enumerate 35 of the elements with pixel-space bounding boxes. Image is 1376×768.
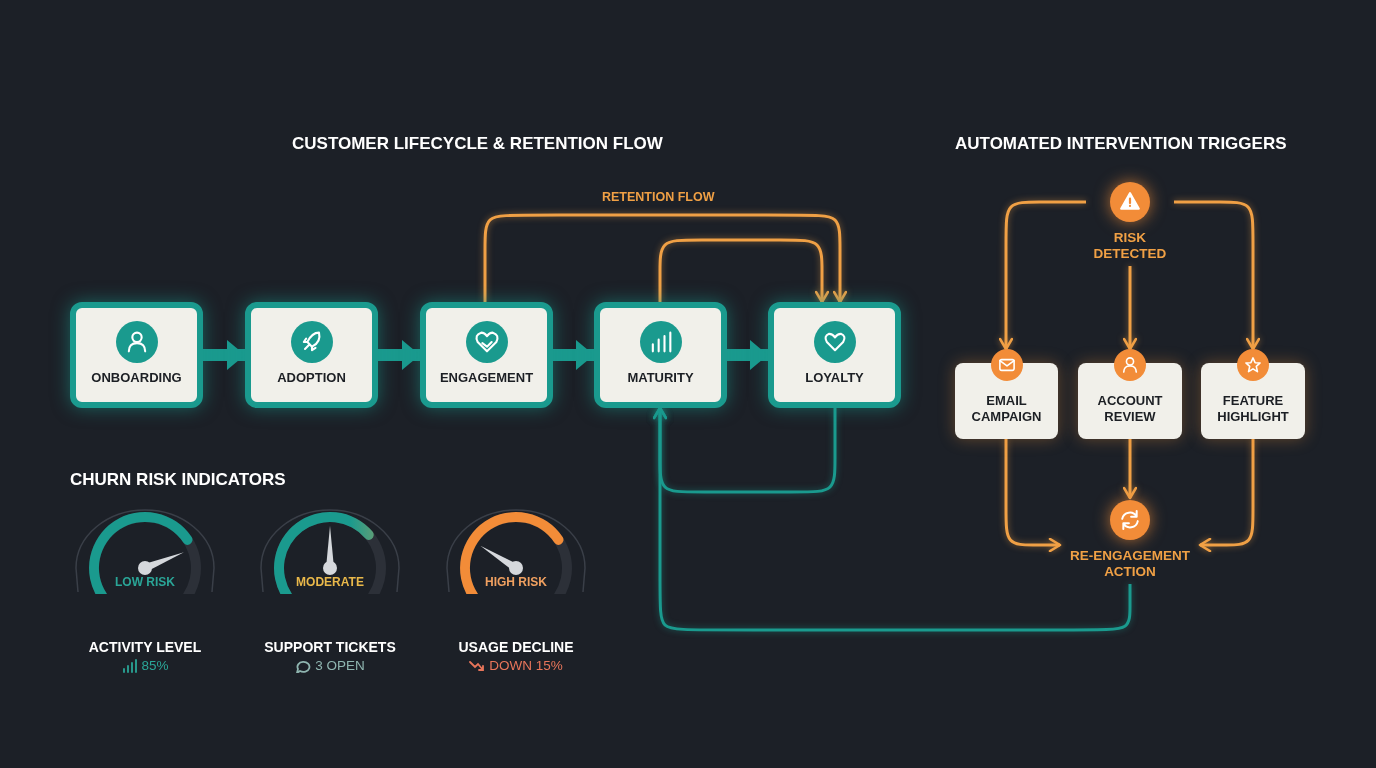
section-heading: AUTOMATED INTERVENTION TRIGGERS — [955, 134, 1287, 154]
action-label: FEATURE HIGHLIGHT — [1216, 393, 1290, 425]
risk-level-label: LOW RISK — [114, 574, 176, 590]
stage-box: ONBOARDING — [70, 302, 203, 408]
metric-value: 85% — [141, 658, 169, 673]
flow-arrow — [1174, 200, 1261, 351]
section-heading: CUSTOMER LIFECYCLE & RETENTION FLOW — [292, 134, 663, 154]
metric-title: SUPPORT TICKETS — [263, 639, 397, 655]
flow-arrow — [1122, 439, 1138, 500]
risk-level-label: HIGH RISK — [484, 574, 548, 590]
flow-arrow — [652, 406, 1132, 632]
stage-box: ADOPTION — [245, 302, 378, 408]
flow-arrow — [1198, 439, 1255, 553]
flow-arrow — [1004, 439, 1062, 553]
action-label: ACCOUNT REVIEW — [1096, 393, 1164, 425]
metric-value: 3 OPEN — [315, 658, 365, 673]
flow-arrow — [658, 238, 830, 304]
flow-arrow — [1122, 266, 1138, 351]
stage-box: ENGAGEMENT — [420, 302, 553, 408]
block-arrow — [203, 340, 245, 370]
trigger-label: RE-ENGAGEMENT ACTION — [1069, 548, 1191, 580]
risk-level-label: MODERATE — [295, 574, 365, 590]
flow-arrow — [998, 200, 1086, 351]
block-arrow — [378, 340, 420, 370]
section-heading: CHURN RISK INDICATORS — [70, 470, 286, 490]
metric-title: ACTIVITY LEVEL — [87, 639, 203, 655]
flow-arrow — [483, 213, 848, 304]
metric-title: USAGE DECLINE — [457, 639, 575, 655]
stage-box: LOYALTY — [768, 302, 901, 408]
block-arrow — [727, 340, 768, 370]
trigger-label: RISK DETECTED — [1092, 230, 1168, 262]
stage-box: MATURITY — [594, 302, 727, 408]
action-label: EMAIL CAMPAIGN — [970, 393, 1043, 425]
block-arrow — [553, 340, 594, 370]
metric-value: DOWN 15% — [489, 658, 563, 673]
